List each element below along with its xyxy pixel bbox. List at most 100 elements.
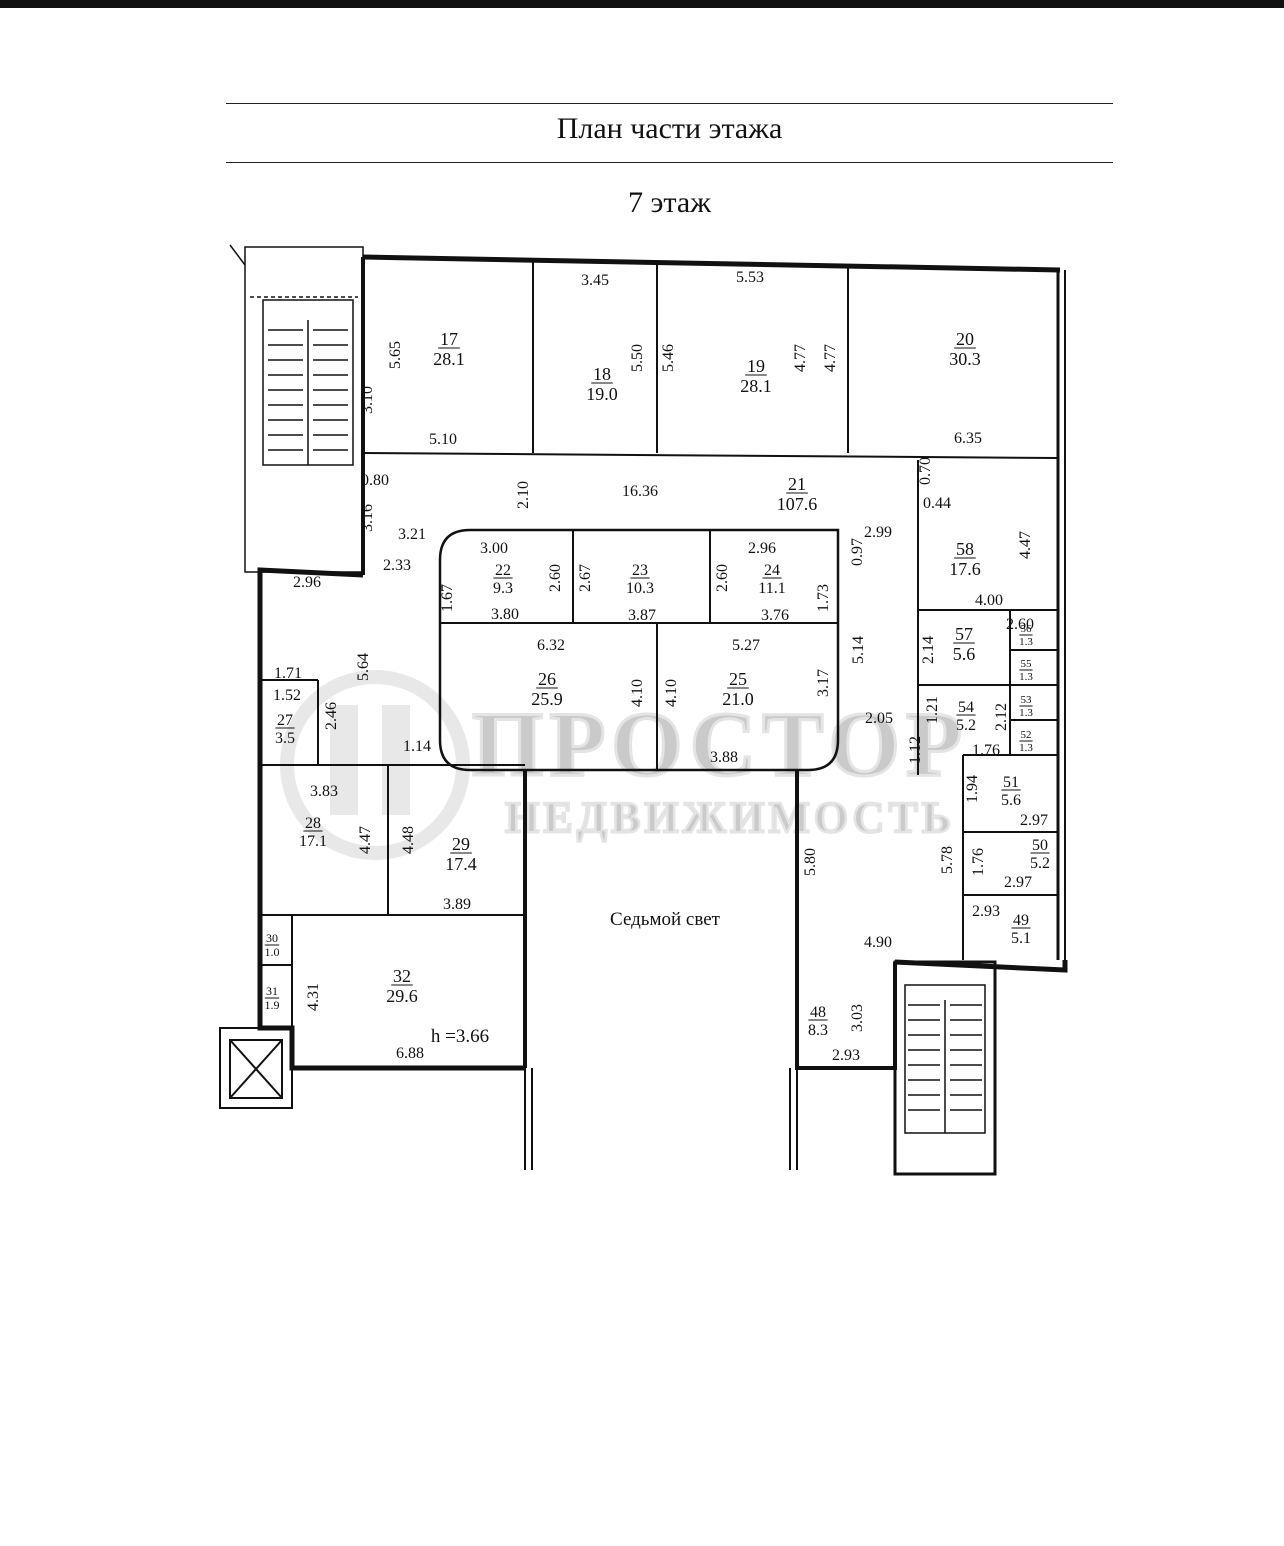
room-number: 51 [1003, 774, 1019, 791]
dimension-label: 2.99 [864, 524, 892, 541]
dimension-label: 3.89 [443, 896, 471, 913]
room-number: 23 [632, 562, 648, 579]
dimension-label: 2.97 [1004, 874, 1032, 891]
room-label: 531.3 [1019, 694, 1033, 719]
room-label: 551.3 [1019, 658, 1033, 683]
dimension-label: 2.67 [577, 564, 594, 592]
room-area: 17.6 [949, 559, 981, 579]
room-area: 11.1 [758, 580, 785, 597]
dimension-label: 3.00 [480, 540, 508, 557]
room-number: 31 [266, 984, 278, 998]
dimension-label: 2.05 [865, 710, 893, 727]
dimension-label: 16.36 [622, 483, 658, 500]
room-number: 21 [788, 474, 806, 494]
room-area: 3.5 [275, 730, 295, 747]
room-label: 515.6 [1001, 774, 1021, 809]
dimension-label: 1.67 [439, 584, 456, 612]
dimension-label: 3.76 [761, 607, 789, 624]
room-area: 19.0 [586, 384, 618, 404]
dimension-label: 3.17 [815, 669, 832, 697]
room-label: 505.2 [1030, 837, 1050, 872]
dimension-label: 2.33 [383, 557, 411, 574]
dimension-label: 0.80 [361, 472, 389, 489]
dimension-label: 1.76 [972, 742, 1000, 759]
dimension-label: 4.47 [357, 826, 374, 854]
room-number: 30 [266, 931, 278, 945]
dimension-label: 5.65 [387, 341, 404, 369]
dimension-label: 3.87 [628, 607, 656, 624]
room-label: 575.6 [953, 624, 976, 664]
dimension-label: 0.70 [917, 457, 934, 485]
room-area: 1.3 [1019, 636, 1033, 648]
room-area: 9.3 [493, 580, 513, 597]
room-area: 1.9 [265, 998, 280, 1012]
watermark: ПРОСТОР НЕДВИЖИМОСТЬ [280, 670, 968, 860]
room-labels: 1728.11819.01928.12030.321107.6229.32310… [265, 329, 1051, 1039]
dimension-label: 6.88 [396, 1045, 424, 1062]
room-number: 29 [452, 834, 470, 854]
dimension-label: 5.50 [629, 344, 646, 372]
ceiling-height-note: h =3.66 [431, 1026, 489, 1047]
room-number: 19 [747, 356, 765, 376]
room-number: 56 [1021, 623, 1033, 635]
dimension-label: 1.21 [924, 696, 941, 724]
dimension-label: 1.73 [815, 584, 832, 612]
room-area: 21.0 [722, 689, 754, 709]
floor-label: 7 этаж [628, 186, 711, 219]
room-label: 545.2 [956, 699, 976, 734]
room-number: 55 [1021, 658, 1033, 670]
right-stair [893, 960, 997, 1176]
dimension-label: 3.03 [849, 1004, 866, 1032]
watermark-text-2: НЕДВИЖИМОСТЬ [505, 793, 955, 842]
dimension-label: 3.88 [710, 749, 738, 766]
room-area: 1.3 [1019, 671, 1033, 683]
room-label: 273.5 [275, 712, 295, 747]
dimension-label: 1.52 [273, 687, 301, 704]
room-area: 25.9 [531, 689, 563, 709]
dimension-label: 2.97 [1020, 812, 1048, 829]
dimension-label: 1.76 [970, 848, 987, 876]
room-area: 8.3 [808, 1022, 828, 1039]
room-area: 28.1 [740, 376, 772, 396]
room-area: 5.2 [1030, 855, 1050, 872]
dimension-label: 3.83 [310, 783, 338, 800]
dimension-label: 2.60 [714, 564, 731, 592]
room-number: 20 [956, 329, 974, 349]
dimension-label: 4.77 [822, 344, 839, 372]
room-area: 17.4 [445, 854, 477, 874]
room-number: 58 [956, 539, 974, 559]
room-number: 32 [393, 966, 411, 986]
elevator-shaft [219, 1027, 293, 1109]
dimension-label: 5.46 [660, 344, 677, 372]
dimension-label: 2.93 [832, 1047, 860, 1064]
room-area: 107.6 [777, 494, 818, 514]
room-number: 57 [955, 624, 973, 644]
title-rule-bottom [226, 162, 1113, 163]
watermark-text-1: ПРОСТОР [472, 693, 968, 795]
dimension-label: 1.12 [907, 736, 924, 764]
dimension-label: 6.32 [537, 637, 565, 654]
dimension-label: 4.10 [629, 679, 646, 707]
dimension-label: 5.27 [732, 637, 760, 654]
dimension-label: 0.97 [849, 538, 866, 566]
dimension-label: 5.14 [850, 636, 867, 664]
dimension-label: 0.44 [923, 495, 951, 512]
void-label: Седьмой свет [610, 909, 721, 930]
dimension-label: 1.94 [964, 775, 981, 803]
dimension-label: 5.64 [355, 653, 372, 681]
watermark-logo-bar-right [382, 705, 410, 815]
room-area: 17.1 [299, 833, 327, 850]
title-rule-top [226, 103, 1113, 104]
page-title: План части этажа [556, 112, 783, 145]
dimension-label: 6.35 [954, 430, 982, 447]
dimension-label: 2.60 [547, 564, 564, 592]
